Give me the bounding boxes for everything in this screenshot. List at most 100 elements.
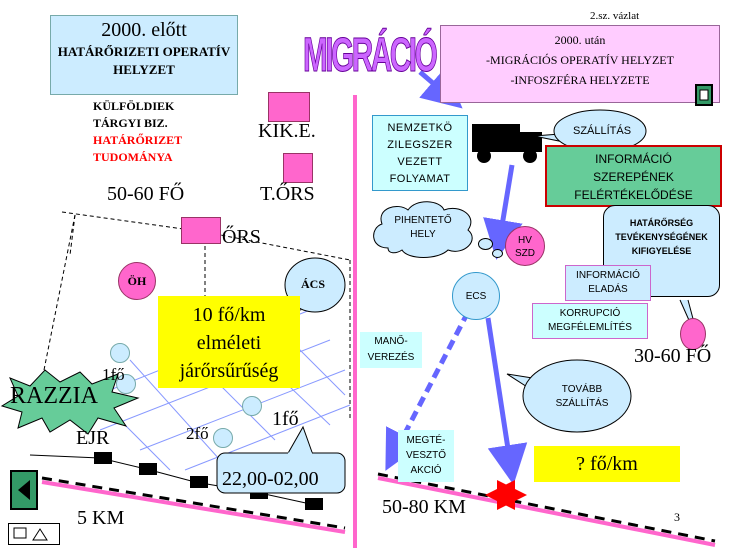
one-fo-b: 1fő	[272, 408, 299, 430]
national-line: VEZETT	[397, 156, 443, 168]
observe-line: HATÁRŐRSÉG	[629, 218, 694, 228]
arrow-manoeuvre	[385, 310, 471, 471]
further-line: SZÁLLÍTÁS	[555, 398, 609, 409]
two-fo: 2fő	[186, 424, 209, 443]
sale-line: INFORMÁCIÓ	[576, 270, 640, 281]
hv-line: SZD	[515, 248, 535, 259]
border-line-left	[41, 480, 346, 534]
kike-label: KIK.E.	[258, 120, 316, 142]
tors-label: T.ŐRS	[260, 183, 315, 205]
per-km-label: ? fő/km	[576, 453, 638, 475]
list-item: TÁRGYI BIZ.	[93, 116, 168, 130]
deceive-line: VESZTŐ	[405, 450, 446, 461]
manoeuvre-line: VEREZÉS	[367, 352, 415, 363]
density-box: 10 fő/km elméleti járőrsűrűség	[158, 296, 300, 388]
patrol-block	[305, 498, 323, 510]
patrol-block	[94, 452, 112, 464]
further-callout	[506, 359, 632, 433]
density-line: járőrsűrűség	[179, 360, 279, 382]
left-km-label: 5 KM	[77, 507, 125, 529]
info-value-line: FELÉRTÉKELŐDÉSE	[574, 188, 693, 202]
left-header-line1: 2000. előtt	[101, 19, 187, 41]
national-line: FOLYAMAT	[389, 173, 451, 185]
left-header-line3: HELYZET	[113, 62, 175, 77]
razzia-burst	[0, 369, 140, 435]
deceive-box: MEGTÉ- VESZTŐ AKCIÓ	[398, 430, 454, 482]
pink-marker	[680, 318, 706, 350]
list-item-red: TUDOMÁNYA	[93, 150, 173, 164]
ors-label: ŐRS	[222, 226, 261, 248]
left-staff-label: 50-60 FŐ	[107, 183, 185, 205]
hv-line: HV	[518, 235, 532, 246]
cloud-bubble	[478, 238, 493, 250]
ecs-label: ECS	[465, 291, 487, 302]
deceive-line: AKCIÓ	[410, 465, 442, 476]
manoeuvre-line: MANŐ-	[374, 336, 408, 347]
sale-line: ELADÁS	[588, 284, 628, 295]
cloud-bubble	[492, 249, 503, 258]
deceive-line: MEGTÉ-	[406, 435, 446, 446]
national-line: NEMZETKÖ	[387, 122, 453, 134]
oh-circle: ÖH	[118, 262, 156, 300]
patrol-marker	[242, 396, 262, 416]
corruption-line: KORRUPCIÓ	[559, 308, 621, 319]
corruption-box: KORRUPCIÓ MEGFÉLEMLÍTÉS	[532, 303, 648, 339]
arrow-to-border	[485, 317, 528, 485]
hv-circle: HV SZD	[505, 226, 545, 266]
info-value-box: INFORMÁCIÓ SZEREPÉNEK FELÉRTÉKELŐDÉSE	[545, 145, 722, 207]
nav-left-icon[interactable]	[10, 470, 38, 510]
draft-label: 2.sz. vázlat	[590, 10, 640, 22]
right-header-box: 2000. után -MIGRÁCIÓS OPERATÍV HELYZET -…	[440, 25, 720, 103]
info-value-line: SZEREPÉNEK	[593, 170, 674, 184]
rest-line: PIHENTETŐ	[394, 215, 452, 226]
manoeuvre-box: MANŐ- VEREZÉS	[360, 332, 422, 368]
patrol-marker	[110, 343, 130, 363]
document-icon[interactable]	[695, 84, 713, 106]
oh-label: ÖH	[127, 274, 147, 288]
rest-label: PIHENTETŐ HELY	[373, 214, 473, 242]
corruption-line: MEGFÉLEMLÍTÉS	[548, 322, 632, 333]
time-label: 22,00-02,00	[222, 468, 319, 490]
page-number: 3	[674, 510, 680, 524]
arrow-to-hv	[483, 164, 523, 260]
right-header-line: 2000. után	[554, 33, 606, 47]
further-label: TOVÁBB SZÁLLÍTÁS	[532, 383, 632, 411]
density-line: elméleti	[196, 332, 262, 354]
rest-cloud	[373, 201, 473, 258]
ecs-circle: ECS	[452, 272, 500, 320]
national-line: ZILEGSZER	[387, 139, 453, 151]
patrol-marker	[213, 428, 233, 448]
left-header-line2: HATÁRŐRIZETI OPERATÍV	[57, 44, 231, 59]
time-callout	[216, 425, 346, 494]
acs-label: ÁCS	[301, 277, 326, 291]
migration-title: MIGRÁCIÓ	[303, 29, 438, 83]
right-staff-label: 30-60 FŐ	[634, 345, 712, 367]
info-value-line: INFORMÁCIÓ	[595, 152, 672, 166]
truck-icon	[472, 124, 542, 163]
observe-line: TEVÉKENYSÉGÉNEK	[615, 232, 708, 242]
list-item-red: HATÁRŐRIZET	[93, 133, 183, 147]
right-header-line: -INFOSZFÉRA HELYZETE	[510, 73, 650, 87]
patrol-block	[139, 463, 157, 475]
right-km-label: 50-80 KM	[382, 496, 466, 518]
razzia-label: RAZZIA	[10, 383, 98, 409]
patrol-marker	[116, 374, 136, 394]
rest-line: HELY	[410, 229, 436, 240]
further-line: TOVÁBB	[561, 384, 603, 395]
list-item: KÜLFÖLDIEK	[93, 99, 175, 113]
border-line-right	[377, 476, 716, 547]
left-list: KÜLFÖLDIEK TÁRGYI BIZ. HATÁRŐRIZET TUDOM…	[93, 98, 182, 166]
per-km-box: ? fő/km	[534, 446, 680, 482]
left-header-box: 2000. előtt HATÁRŐRIZETI OPERATÍV HELYZE…	[50, 15, 238, 95]
info-sale-box: INFORMÁCIÓ ELADÁS	[565, 265, 651, 301]
ors-square	[181, 217, 221, 244]
kike-square	[268, 92, 310, 122]
density-line: 10 fő/km	[192, 304, 266, 326]
patrol-block	[190, 476, 208, 488]
right-header-line: -MIGRÁCIÓS OPERATÍV HELYZET	[486, 53, 674, 67]
national-process-box: NEMZETKÖ ZILEGSZER VEZETT FOLYAMAT	[372, 115, 468, 191]
one-fo-a: 1fő	[102, 365, 125, 384]
footer-shape-icon[interactable]	[8, 523, 60, 545]
observe-line: KIFIGYELÉSE	[631, 246, 692, 256]
ejr-label: EJR	[76, 427, 110, 449]
